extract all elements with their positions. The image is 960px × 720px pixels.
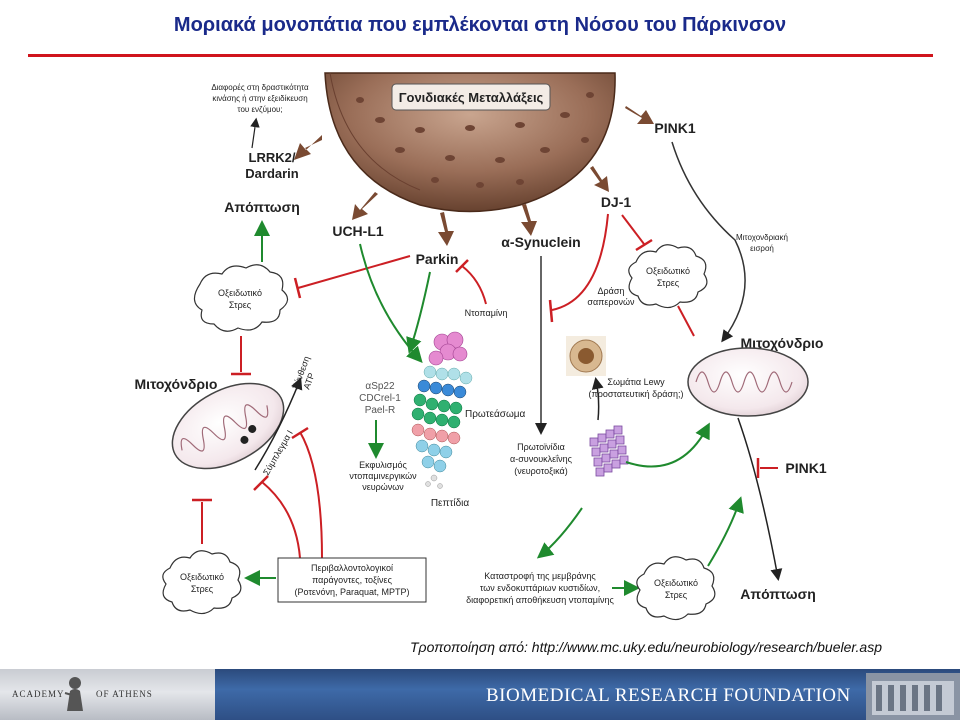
svg-text:Οξειδωτικό: Οξειδωτικό (654, 578, 698, 588)
svg-text:(νευροτοξικά): (νευροτοξικά) (514, 466, 567, 476)
svg-text:(προστατευτική δράση;): (προστατευτική δράση;) (589, 389, 684, 399)
mito-right-label: Μιτοχόνδριο (741, 335, 824, 351)
svg-text:Διαφορές στη δραστικότητα: Διαφορές στη δραστικότητα (211, 83, 309, 92)
uchl1-label: UCH-L1 (332, 223, 384, 239)
dj1-label: DJ-1 (601, 194, 632, 210)
svg-text:Οξειδωτικό: Οξειδωτικό (218, 288, 262, 298)
ox-stress-left-label: Οξειδωτικό Στρες (218, 288, 262, 310)
nucleus-arrows (294, 106, 654, 246)
svg-text:Οξειδωτικό: Οξειδωτικό (180, 572, 224, 582)
mitochondrion-left (171, 382, 285, 470)
svg-text:διαφορετική αποθήκευση ντοπαμί: διαφορετική αποθήκευση ντοπαμίνης (466, 595, 614, 605)
building-image (866, 673, 960, 720)
svg-text:Dardarin: Dardarin (245, 166, 299, 181)
svg-text:Σωμάτια Lewy: Σωμάτια Lewy (607, 377, 665, 387)
parkin-label: Parkin (416, 251, 459, 267)
protofibril-graphic (589, 425, 629, 477)
svg-text:Περιβαλλοντολογικοί: Περιβαλλοντολογικοί (311, 563, 393, 573)
pink1-mid-label: PINK1 (785, 460, 826, 476)
mitochondrion-right (687, 347, 809, 417)
proteasome-graphic (411, 331, 473, 489)
svg-text:(Ροτενόνη, Paraquat, MPTP): (Ροτενόνη, Paraquat, MPTP) (295, 587, 410, 597)
svg-text:σαπερονών: σαπερονών (587, 297, 635, 307)
apoptosis-bottom-label: Απόπτωση (740, 586, 816, 602)
lewy-label: Σωμάτια Lewy (προστατευτική δράση;) (589, 377, 684, 399)
dopamine-label: Ντοπαμίνη (465, 308, 508, 318)
mito-left-label: Μιτοχόνδριο (135, 376, 218, 392)
ox-stress-cloud-right (628, 244, 708, 309)
peptides-label: Πεπτίδια (431, 497, 470, 509)
lewy-body-image (566, 336, 606, 376)
apoptosis-top-label: Απόπτωση (224, 199, 300, 215)
svg-text:Μιτοχονδριακή: Μιτοχονδριακή (736, 233, 788, 242)
svg-text:Δράση: Δράση (598, 286, 625, 296)
source-citation: Τροποποίηση από: http://www.mc.uky.edu/n… (410, 639, 882, 655)
svg-text:Οξειδωτικό: Οξειδωτικό (646, 266, 690, 276)
svg-text:των ενδοκυττάριων κυστιδίων,: των ενδοκυττάριων κυστιδίων, (480, 583, 600, 593)
lrrk2-label: LRRK2/ Dardarin (245, 150, 299, 181)
athena-logo-icon (64, 677, 83, 711)
environment-box (277, 557, 427, 603)
protofibrils-label: Πρωτοϊνίδια α-συνουκλεΐνης (νευροτοξικά) (510, 442, 573, 476)
mito-import-label: Μιτοχονδριακή εισροή (736, 233, 788, 253)
svg-text:Πρωτοϊνίδια: Πρωτοϊνίδια (517, 442, 565, 452)
svg-text:Καταστροφή της μεμβράνης: Καταστροφή της μεμβράνης (484, 571, 596, 581)
synuclein-label: α-Synuclein (501, 234, 580, 250)
svg-text:Εκφυλισμός: Εκφυλισμός (359, 460, 407, 470)
svg-text:του ενζύμου;: του ενζύμου; (237, 105, 282, 114)
proteasome-label: Πρωτεάσωμα (465, 408, 526, 420)
slide-title: Μοριακά μονοπάτια που εμπλέκονται στη Νό… (173, 14, 787, 36)
pink1-top-label: PINK1 (654, 120, 695, 136)
svg-text:Στρες: Στρες (657, 278, 680, 288)
svg-text:ντοπαμινεργικών: ντοπαμινεργικών (349, 471, 417, 481)
accumulation-label: Εκφυλισμός ντοπαμινεργικών νευρώνων (349, 460, 417, 492)
svg-text:κινάσης ή στην εξειδίκευση: κινάσης ή στην εξειδίκευση (212, 94, 307, 103)
gene-mutations-box (391, 83, 551, 111)
svg-text:LRRK2/: LRRK2/ (249, 150, 296, 165)
environment-label: Περιβαλλοντολογικοί παράγοντες, τοξίνες … (295, 563, 410, 597)
svg-text:Στρες: Στρες (191, 584, 214, 594)
ox-stress-bottom-right-label: Οξειδωτικό Στρες (654, 578, 698, 600)
substrates-label: αSp22 CDCrel-1 Pael-R (359, 381, 401, 416)
svg-text:νευρώνων: νευρώνων (362, 482, 404, 492)
nucleus-dots (356, 92, 594, 188)
footer-bar: ACADEMY OF ATHENS BIOMEDICAL RESEARCH FO… (0, 669, 960, 720)
ox-stress-cloud-bottom-right (636, 556, 716, 621)
svg-text:Pael-R: Pael-R (365, 405, 396, 416)
chaperone-label: Δράση σαπερονών (587, 286, 635, 307)
svg-text:Στρες: Στρες (665, 590, 688, 600)
gene-mutations-label: Γονιδιακές Μεταλλάξεις (399, 90, 544, 105)
svg-text:Στρες: Στρες (229, 300, 252, 310)
academy-suffix-label: OF ATHENS (96, 689, 153, 699)
ox-stress-cloud-bottom-left (162, 550, 242, 615)
title-underline (28, 54, 933, 57)
ox-stress-bottom-left-label: Οξειδωτικό Στρες (180, 572, 224, 594)
svg-text:CDCrel-1: CDCrel-1 (359, 393, 401, 404)
svg-text:εισροή: εισροή (750, 244, 774, 253)
foundation-name: BIOMEDICAL RESEARCH FOUNDATION (486, 685, 851, 706)
ox-stress-cloud-left (193, 264, 289, 332)
svg-text:παράγοντες, τοξίνες: παράγοντες, τοξίνες (312, 575, 392, 585)
membrane-label: Καταστροφή της μεμβράνης των ενδοκυττάρι… (466, 571, 614, 605)
academy-panel: ACADEMY OF ATHENS (0, 669, 215, 720)
kinase-note: Διαφορές στη δραστικότητα κινάσης ή στην… (211, 83, 309, 114)
svg-text:αSp22: αSp22 (365, 381, 395, 392)
svg-text:α-συνουκλεΐνης: α-συνουκλεΐνης (510, 454, 573, 464)
academy-label: ACADEMY (12, 689, 65, 699)
ox-stress-right-label: Οξειδωτικό Στρες (646, 266, 690, 288)
